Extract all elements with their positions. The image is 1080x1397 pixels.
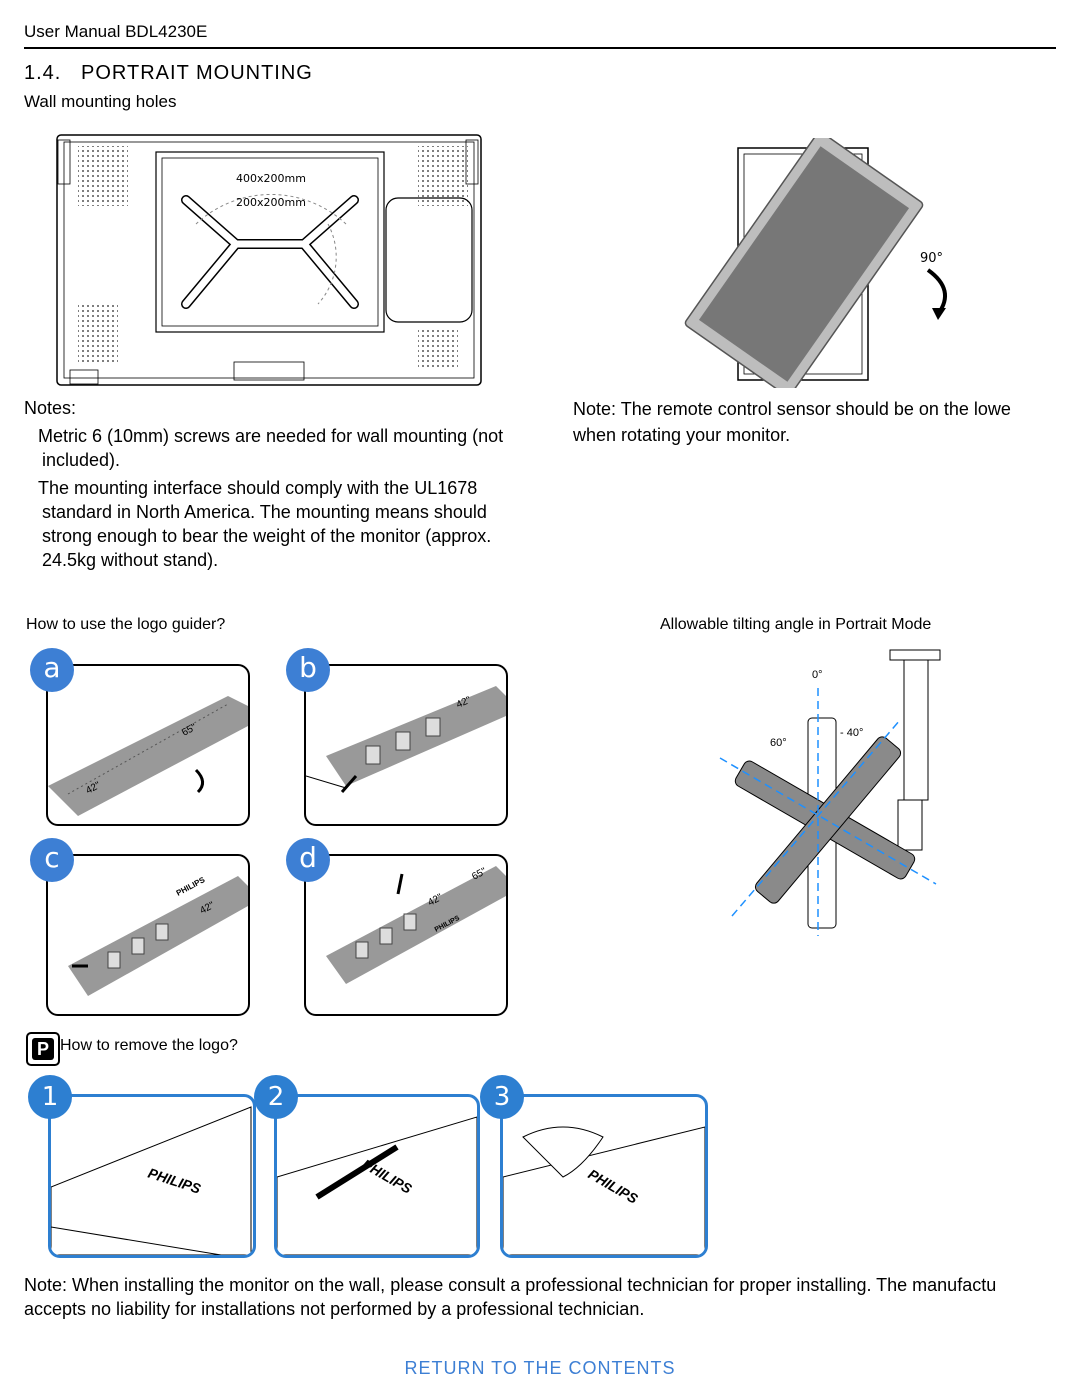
remove-logo-heading: How to remove the logo? — [60, 1037, 238, 1054]
note-line: standard in North America. The mounting … — [42, 502, 487, 522]
remove-step-3-badge: 3 — [480, 1075, 524, 1119]
angle-zero-label: 0° — [812, 669, 823, 681]
monitor-back-panel-diagram: 400x200mm 200x200mm — [56, 134, 482, 386]
remote-sensor-note: Note: The remote control sensor should b… — [573, 396, 1080, 448]
header-divider — [24, 47, 1056, 49]
tilting-angle-diagram: 0° 60° - 40° — [719, 649, 941, 936]
guider-step-b-panel: 42" — [304, 664, 508, 826]
step-d-badge: d — [286, 838, 330, 882]
step-a-badge: a — [30, 648, 74, 692]
note-line: included). — [42, 450, 121, 470]
notes-title: Notes: — [24, 398, 77, 418]
rotation-angle-label: 90° — [920, 251, 943, 266]
guider-step-a-panel: 65" 42" — [46, 664, 250, 826]
installation-note-line2: accepts no liability for installations n… — [24, 1299, 645, 1319]
note-line: 24.5kg without stand). — [42, 550, 219, 570]
remove-step-1-badge: 1 — [28, 1075, 72, 1119]
step-b-badge: b — [286, 648, 330, 692]
section-subtitle: Wall mounting holes — [24, 92, 177, 111]
remote-note-line1: Note: The remote control sensor should b… — [573, 399, 1011, 419]
note-line: The mounting interface should comply wit… — [38, 478, 478, 498]
vesa-large-label: 400x200mm — [236, 172, 306, 185]
remove-step-2-panel: PHILIPS — [274, 1094, 480, 1258]
remove-step-3-panel: PHILIPS — [500, 1094, 708, 1258]
installation-note: Note: When installing the monitor on the… — [24, 1273, 1080, 1321]
tilting-heading: Allowable tilting angle in Portrait Mode — [660, 616, 932, 633]
philips-logo-icon: P — [26, 1032, 60, 1066]
document-header: User Manual BDL4230E — [24, 22, 208, 41]
notes-list: Metric 6 (10mm) screws are needed for wa… — [38, 424, 588, 572]
angle-sixty-label: 60° — [770, 737, 787, 749]
step-c-badge: c — [30, 838, 74, 882]
portrait-rotation-diagram: 90° — [684, 138, 948, 388]
vesa-small-label: 200x200mm — [236, 196, 306, 209]
brand-label: PHILIPS — [175, 875, 207, 898]
installation-note-line1: Note: When installing the monitor on the… — [24, 1275, 997, 1295]
guider-step-c-panel: PHILIPS 42" — [46, 854, 250, 1016]
note-line: strong enough to bear the weight of the … — [42, 526, 492, 546]
guider-step-d-panel: 42" 65" PHILIPS — [304, 854, 508, 1016]
logo-guider-heading: How to use the logo guider? — [26, 616, 226, 633]
remove-step-1-panel: PHILIPS — [48, 1094, 256, 1258]
angle-minus-forty-label: - 40° — [840, 727, 863, 739]
remote-note-line2: when rotating your monitor. — [573, 425, 791, 445]
return-to-contents-link[interactable]: RETURN TO THE CONTENTS — [404, 1358, 676, 1378]
section-title: 1.4. PORTRAIT MOUNTING — [24, 62, 313, 84]
remove-step-2-badge: 2 — [254, 1075, 298, 1119]
note-line: Metric 6 (10mm) screws are needed for wa… — [38, 426, 504, 446]
